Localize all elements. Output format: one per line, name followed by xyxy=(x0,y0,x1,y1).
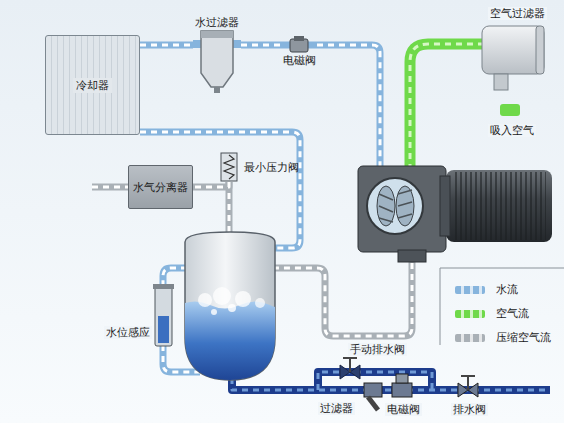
screw-compressor xyxy=(367,178,423,234)
part-label: 过滤器 xyxy=(318,402,355,415)
drain-pipe xyxy=(232,378,550,390)
valve-coil xyxy=(294,36,304,41)
intake-air-icon xyxy=(500,104,520,116)
air-filter xyxy=(494,74,508,90)
level-sensor xyxy=(153,284,174,346)
drain-valve xyxy=(461,376,475,390)
motor xyxy=(452,172,546,240)
filter-icon xyxy=(193,29,241,95)
intake-air-icon xyxy=(500,104,520,116)
legend-frame xyxy=(440,268,564,345)
node-label: 水气分离器 xyxy=(133,181,188,194)
level-sensor xyxy=(153,284,174,289)
air-filter xyxy=(482,26,544,90)
manual-drain-valve xyxy=(340,358,360,379)
filter-cap xyxy=(201,31,233,38)
node-label: 最小压力阀 xyxy=(244,161,299,174)
screw-compressor xyxy=(358,166,446,252)
part-label: 手动排水阀 xyxy=(348,343,407,356)
separator-tank xyxy=(235,291,251,307)
screw-compressor xyxy=(398,250,426,262)
legend-swatch xyxy=(455,286,485,294)
pipe-flow xyxy=(274,252,412,336)
compressed-air-pipe xyxy=(92,184,130,191)
separator-tank xyxy=(180,287,285,385)
filter-symbol xyxy=(368,397,378,410)
filter-symbol xyxy=(364,383,382,397)
solenoid-valve: 电磁阀 xyxy=(281,36,317,67)
valve-housing xyxy=(221,153,237,181)
solenoid-valve xyxy=(396,374,408,383)
separator-tank xyxy=(198,293,212,307)
part-label: 排水阀 xyxy=(451,403,488,416)
air-filter xyxy=(536,26,544,74)
screw-compressor xyxy=(379,190,412,222)
compressed-air-pipe xyxy=(274,252,412,336)
air-pipe xyxy=(410,44,483,170)
filter-symbol xyxy=(364,383,382,410)
motor xyxy=(446,170,552,242)
cooler-box: 冷却器 xyxy=(45,35,140,135)
air-pipe xyxy=(410,44,483,170)
level-sensor xyxy=(158,316,169,343)
separator-tank xyxy=(255,298,265,308)
pipe-flow xyxy=(232,378,550,390)
legend-swatch xyxy=(455,310,485,318)
legend-label: 水流 xyxy=(494,283,520,296)
pipe-flow xyxy=(92,186,130,189)
water-pipe xyxy=(317,45,380,170)
part-label: 电磁阀 xyxy=(385,403,422,416)
valve-icon xyxy=(281,36,317,54)
water-filter: 水过滤器 xyxy=(193,16,241,95)
motor xyxy=(440,176,450,236)
node-label: 电磁阀 xyxy=(283,54,316,67)
pipe-flow xyxy=(193,182,230,187)
spring-valve-icon xyxy=(220,152,238,182)
part-label: 水位感应 xyxy=(104,326,152,339)
legend-swatch xyxy=(455,334,485,342)
node-label: 冷却器 xyxy=(73,78,112,93)
separator-tank xyxy=(180,302,285,386)
pipe-connector xyxy=(241,42,281,49)
separator-box: 水气分离器 xyxy=(128,165,193,209)
motor xyxy=(440,170,552,242)
drain-valve xyxy=(458,376,478,397)
pipe-flow xyxy=(317,45,380,170)
separator-tank xyxy=(213,287,231,305)
pipe-connector xyxy=(193,182,230,187)
pipe-flow xyxy=(410,44,483,170)
filter-drain xyxy=(214,87,220,93)
drain-pipe xyxy=(232,372,550,390)
legend-label: 空气流 xyxy=(494,307,531,320)
solenoid-valve xyxy=(392,374,412,397)
node-label: 水过滤器 xyxy=(195,16,239,29)
pipe-flow xyxy=(241,44,281,47)
filter-body xyxy=(201,31,233,87)
pipe-connector xyxy=(241,45,281,46)
flow-label: 吸入空气 xyxy=(488,124,536,137)
spring xyxy=(224,155,234,179)
manual-drain-valve xyxy=(343,358,357,372)
solenoid-valve xyxy=(392,383,412,397)
level-sensor xyxy=(155,286,172,346)
legend-label: 压缩空气流 xyxy=(494,331,553,344)
pipe-flow xyxy=(140,44,193,47)
pipe-connector xyxy=(193,182,230,187)
separator-tank xyxy=(211,309,217,315)
part-label: 空气过滤器 xyxy=(488,7,547,20)
pipe-connector xyxy=(140,45,193,46)
pipe-connector xyxy=(140,42,193,49)
separator-tank xyxy=(228,304,236,312)
air-filter xyxy=(482,26,544,74)
screw-compressor xyxy=(358,166,446,262)
min-pressure-valve: 最小压力阀 xyxy=(220,152,299,182)
separator-tank xyxy=(180,232,285,385)
